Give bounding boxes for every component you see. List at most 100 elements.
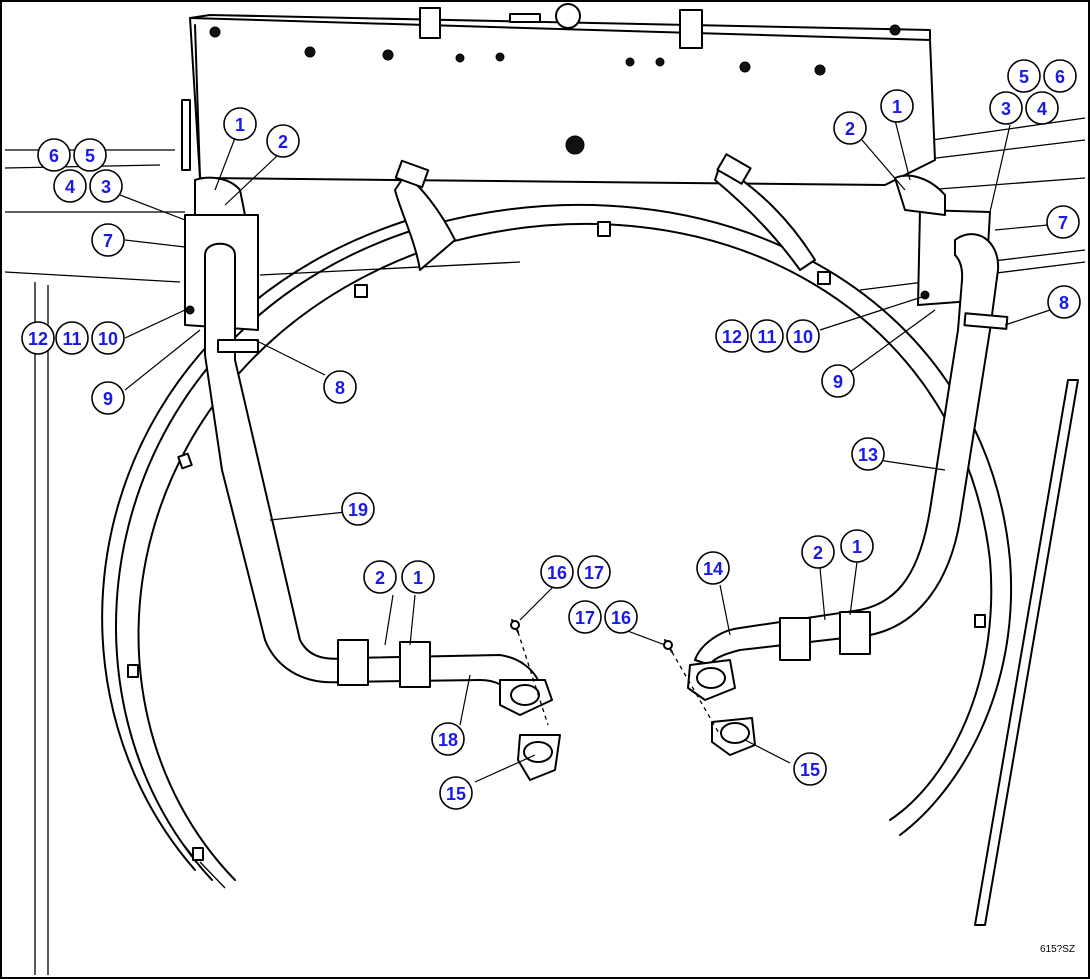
callout-label: 14 — [703, 559, 723, 579]
callout-label: 2 — [813, 543, 823, 563]
callout-9: 9 — [821, 364, 855, 398]
upper-hoses — [394, 153, 816, 271]
callout-label: 7 — [103, 231, 113, 251]
callout-circle — [568, 600, 602, 634]
right-pipe — [687, 233, 1009, 756]
callout-label: 10 — [98, 329, 118, 349]
callout-10: 10 — [786, 319, 820, 353]
callout-label: 16 — [547, 563, 567, 583]
callout-circle — [223, 107, 257, 141]
callout-circle — [323, 370, 357, 404]
callout-1: 1 — [880, 89, 914, 123]
callout-13: 13 — [851, 437, 885, 471]
left-pipe — [204, 242, 561, 781]
callout-label: 11 — [757, 327, 776, 347]
callout-circle — [821, 364, 855, 398]
callout-12: 12 — [715, 319, 749, 353]
callout-15: 15 — [439, 776, 473, 810]
callout-11: 11 — [55, 321, 89, 355]
callout-label: 1 — [235, 115, 245, 135]
callout-circle — [840, 529, 874, 563]
callout-circle — [851, 437, 885, 471]
callout-circle — [801, 535, 835, 569]
callout-circle — [793, 752, 827, 786]
callout-label: 17 — [575, 608, 595, 628]
callout-circle — [266, 124, 300, 158]
callout-label: 6 — [49, 146, 59, 166]
callout-8: 8 — [323, 370, 357, 404]
callout-circle — [73, 138, 107, 172]
callout-label: 8 — [1059, 293, 1069, 313]
callout-6: 6 — [37, 138, 71, 172]
callout-circle — [91, 381, 125, 415]
callout-label: 2 — [845, 119, 855, 139]
callout-7: 7 — [1046, 205, 1080, 239]
callout-18: 18 — [431, 722, 465, 756]
callout-circle — [37, 138, 71, 172]
callout-circle — [341, 492, 375, 526]
callout-label: 16 — [611, 608, 631, 628]
callout-circle — [696, 551, 730, 585]
radiator-tank — [181, 3, 936, 186]
callout-4: 4 — [1025, 91, 1059, 125]
callout-7: 7 — [91, 223, 125, 257]
callout-label: 19 — [348, 500, 368, 520]
callout-label: 15 — [800, 760, 820, 780]
callout-circle — [750, 319, 784, 353]
side-strap — [974, 379, 1079, 926]
callout-label: 11 — [62, 329, 81, 349]
callout-label: 15 — [446, 784, 466, 804]
callout-circle — [989, 91, 1023, 125]
callout-circle — [604, 600, 638, 634]
callout-label: 2 — [375, 568, 385, 588]
callout-circle — [833, 111, 867, 145]
callout-label: 3 — [1001, 99, 1011, 119]
callout-label: 18 — [438, 730, 458, 750]
callout-circle — [1043, 59, 1077, 93]
fan-shroud — [101, 204, 1013, 889]
callout-label: 5 — [1019, 67, 1029, 87]
callout-1: 1 — [840, 529, 874, 563]
callout-label: 9 — [103, 389, 113, 409]
callout-11: 11 — [750, 319, 784, 353]
callout-label: 1 — [892, 97, 902, 117]
callout-circle — [21, 321, 55, 355]
callout-8: 8 — [1047, 285, 1081, 319]
callout-label: 17 — [584, 563, 604, 583]
leader-lines — [119, 119, 1051, 783]
callout-label: 5 — [85, 146, 95, 166]
callout-circle — [53, 169, 87, 203]
callout-circle — [786, 319, 820, 353]
callout-9: 9 — [91, 381, 125, 415]
callout-label: 8 — [335, 378, 345, 398]
callout-label: 9 — [833, 372, 843, 392]
callout-label: 4 — [1037, 99, 1047, 119]
callout-label: 13 — [858, 445, 878, 465]
callout-3: 3 — [989, 91, 1023, 125]
callout-circle — [1007, 59, 1041, 93]
callout-16: 16 — [604, 600, 638, 634]
callout-17: 17 — [568, 600, 602, 634]
callout-15: 15 — [793, 752, 827, 786]
callout-label: 3 — [101, 177, 111, 197]
callout-6: 6 — [1043, 59, 1077, 93]
callout-label: 4 — [65, 177, 75, 197]
bolts — [510, 619, 721, 736]
callout-circle — [89, 169, 123, 203]
callout-label: 1 — [852, 537, 862, 557]
callout-label: 12 — [28, 329, 48, 349]
callout-circle — [880, 89, 914, 123]
callout-2: 2 — [266, 124, 300, 158]
callout-circle — [715, 319, 749, 353]
callout-label: 1 — [413, 568, 423, 588]
callout-2: 2 — [801, 535, 835, 569]
callout-14: 14 — [696, 551, 730, 585]
callout-2: 2 — [363, 560, 397, 594]
callout-1: 1 — [401, 560, 435, 594]
callout-circle — [1025, 91, 1059, 125]
callout-circle — [1046, 205, 1080, 239]
callout-circle — [401, 560, 435, 594]
callout-12: 12 — [21, 321, 55, 355]
